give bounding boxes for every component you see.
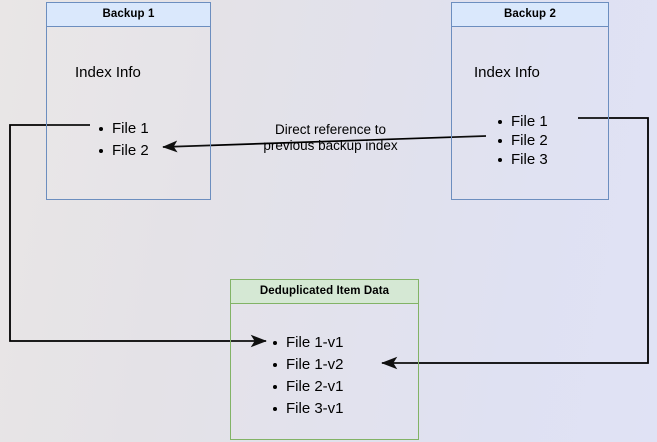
backup-1-body: Index Info File 1 File 2	[47, 27, 210, 199]
backup-2-file-list: File 1 File 2 File 3	[496, 112, 548, 169]
backup-2-body: Index Info File 1 File 2 File 3	[452, 27, 608, 199]
annotation-line-2: previous backup index	[263, 138, 398, 153]
list-item: File 2-v1	[271, 377, 344, 396]
list-item: File 3	[496, 150, 548, 169]
deduplicated-item-list: File 1-v1 File 1-v2 File 2-v1 File 3-v1	[271, 333, 344, 418]
backup-1-heading: Index Info	[75, 64, 141, 81]
deduplicated-item-data-title: Deduplicated Item Data	[231, 280, 418, 304]
backup-2-heading: Index Info	[474, 64, 540, 81]
deduplicated-item-data-body: File 1-v1 File 1-v2 File 2-v1 File 3-v1	[231, 304, 418, 439]
list-item: File 2	[496, 131, 548, 150]
list-item: File 1	[97, 119, 149, 138]
backup-1-box[interactable]: Backup 1 Index Info File 1 File 2	[46, 2, 211, 200]
list-item: File 1-v1	[271, 333, 344, 352]
list-item: File 3-v1	[271, 399, 344, 418]
backup-1-title: Backup 1	[47, 3, 210, 27]
annotation-line-1: Direct reference to	[274, 122, 387, 137]
backup-2-title: Backup 2	[452, 3, 608, 27]
list-item: File 1	[496, 112, 548, 131]
direct-reference-annotation: Direct reference to previous backup inde…	[248, 122, 413, 154]
backup-2-box[interactable]: Backup 2 Index Info File 1 File 2 File 3	[451, 2, 609, 200]
backup-1-file-list: File 1 File 2	[97, 119, 149, 160]
list-item: File 2	[97, 141, 149, 160]
deduplicated-item-data-box[interactable]: Deduplicated Item Data File 1-v1 File 1-…	[230, 279, 419, 440]
list-item: File 1-v2	[271, 355, 344, 374]
